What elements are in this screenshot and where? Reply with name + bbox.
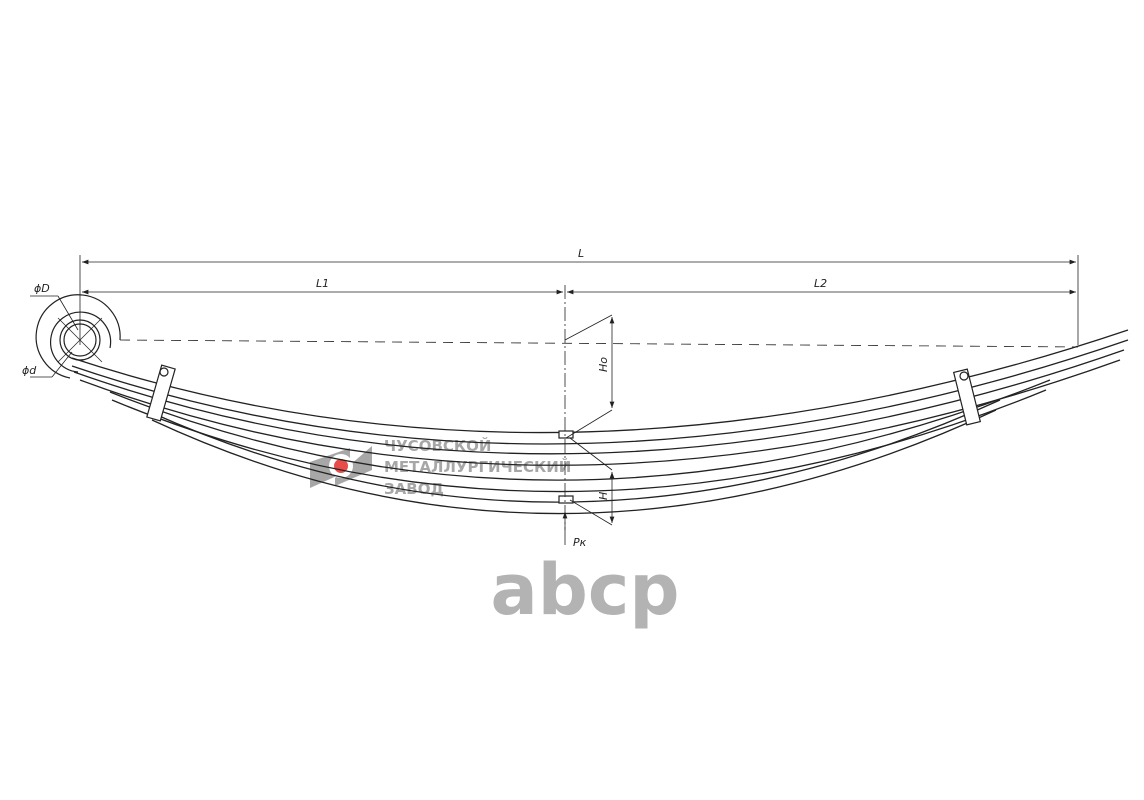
label-eye-inner-diameter: ϕd <box>22 364 37 377</box>
manufacturer-name-line-1: ЧУСОВСКОЙ <box>384 436 491 455</box>
spring-eye <box>35 294 121 379</box>
manufacturer-name-line-2: МЕТАЛЛУРГИЧЕСКИЙ <box>384 457 571 476</box>
label-length-1: L1 <box>316 277 329 290</box>
label-free-height: Ho <box>597 357 610 372</box>
rebound-clip-left <box>146 364 176 422</box>
rebound-clip-right <box>952 368 982 426</box>
leaf-4 <box>149 399 1001 503</box>
leaf-3 <box>109 379 1051 481</box>
label-overall-length: L <box>578 247 584 260</box>
label-eye-outer-diameter: ϕD <box>34 282 50 295</box>
dimension-lines <box>30 255 1079 545</box>
leaf-2-bottom <box>79 359 1121 466</box>
leaf-3-bottom <box>111 389 1047 493</box>
label-load: Pк <box>573 536 587 549</box>
brand-watermark: abcp <box>491 549 680 631</box>
label-length-2: L2 <box>814 277 827 290</box>
label-loaded-height: H <box>597 492 610 500</box>
leaf-4-bottom <box>151 409 997 515</box>
manufacturer-name-line-3: ЗАВОД <box>384 480 444 498</box>
